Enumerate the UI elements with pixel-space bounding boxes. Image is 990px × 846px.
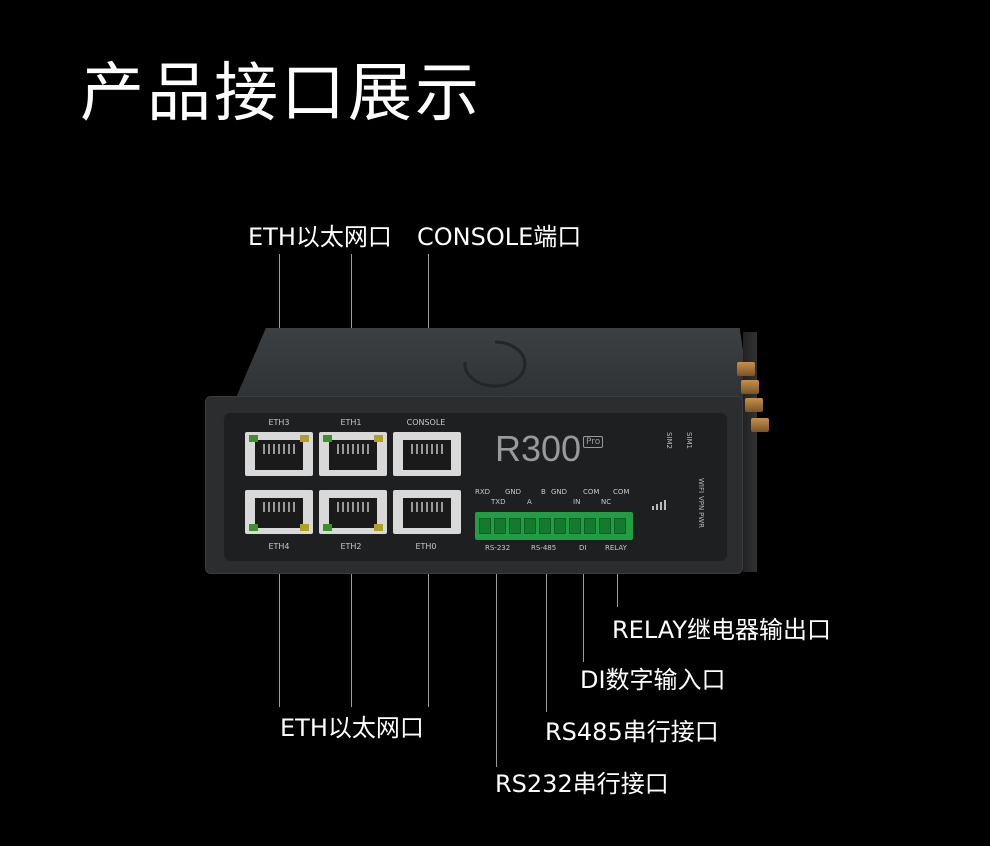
- terminal-group-label: RS-485: [531, 544, 557, 552]
- eth4-port[interactable]: [245, 490, 313, 534]
- callout-console: CONSOLE端口: [417, 223, 582, 251]
- terminal-label: NC: [601, 498, 612, 506]
- antenna-connector-icon: [745, 398, 763, 412]
- eth1-port[interactable]: [319, 432, 387, 476]
- callout-eth-top: ETH以太网口: [248, 223, 392, 251]
- leader-eth4: [279, 552, 280, 707]
- antenna-connector-icon: [737, 362, 755, 376]
- terminal-label: RXD: [475, 488, 491, 496]
- terminal-label: COM: [583, 488, 600, 496]
- eth2-port[interactable]: [319, 490, 387, 534]
- terminal-label: COM: [613, 488, 630, 496]
- port-label-console: CONSOLE: [406, 418, 446, 427]
- terminal-label: B: [541, 488, 546, 496]
- console-port[interactable]: [393, 432, 461, 476]
- port-label-eth2: ETH2: [340, 542, 362, 551]
- antenna-connector-icon: [741, 380, 759, 394]
- port-label-eth4: ETH4: [268, 542, 290, 551]
- eth0-port[interactable]: [393, 490, 461, 534]
- terminal-group-label: RS-232: [485, 544, 511, 552]
- leader-rs485: [546, 552, 547, 712]
- leader-eth0: [428, 552, 429, 707]
- terminal-label: GND: [551, 488, 568, 496]
- callout-eth-bottom: ETH以太网口: [280, 714, 424, 742]
- callout-relay: RELAY继电器输出口: [612, 616, 831, 644]
- led-yellow: [300, 524, 309, 531]
- model-name: R300: [495, 428, 582, 469]
- terminal-group-label: DI: [579, 544, 587, 552]
- terminal-group-label: RELAY: [605, 544, 627, 552]
- led-yellow: [300, 435, 309, 442]
- led-green: [323, 435, 332, 442]
- eth3-port[interactable]: [245, 432, 313, 476]
- led-green: [323, 524, 332, 531]
- leader-eth2: [351, 552, 352, 707]
- sim2-label: SIM2: [665, 432, 673, 450]
- terminal-block[interactable]: [475, 512, 633, 540]
- terminal-label: GND: [505, 488, 522, 496]
- terminal-label: TXD: [491, 498, 506, 506]
- device-top-surface: [235, 328, 750, 400]
- terminal-label: IN: [573, 498, 581, 506]
- signal-icon: [651, 500, 667, 512]
- port-label-eth1: ETH1: [340, 418, 362, 427]
- port-label-eth0: ETH0: [415, 542, 437, 551]
- page-title: 产品接口展示: [80, 57, 482, 131]
- leader-di: [583, 552, 584, 662]
- antenna-connector-icon: [751, 418, 769, 432]
- model-badge: Pro: [583, 436, 604, 448]
- callout-di: DI数字输入口: [580, 666, 726, 694]
- vpn-indicator-label: VPN: [697, 496, 705, 511]
- led-green: [249, 524, 258, 531]
- router-device: ETH3 ETH1 CONSOLE ETH4 ETH2 ETH0 R300 Pr…: [205, 328, 769, 578]
- led-yellow: [374, 524, 383, 531]
- sim1-label: SIM1: [685, 432, 693, 450]
- led-yellow: [374, 435, 383, 442]
- port-label-eth3: ETH3: [268, 418, 290, 427]
- pwr-indicator-label: PWR: [697, 512, 705, 529]
- callout-rs232: RS232串行接口: [495, 770, 669, 798]
- terminal-label: A: [527, 498, 532, 506]
- callout-rs485: RS485串行接口: [545, 718, 719, 746]
- leader-rs232: [496, 552, 497, 767]
- power-logo-icon: [463, 340, 527, 388]
- wifi-indicator-label: WIFI: [697, 478, 705, 494]
- led-green: [249, 435, 258, 442]
- leader-relay: [617, 552, 618, 607]
